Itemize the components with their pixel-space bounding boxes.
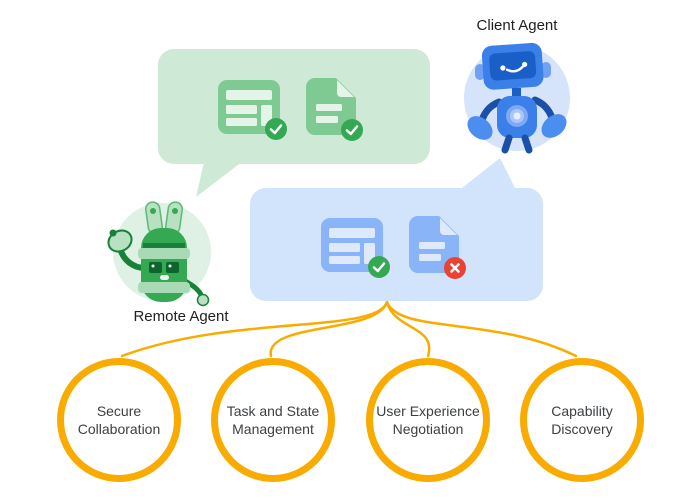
success-check-badge bbox=[367, 255, 390, 278]
feature-circle-task-state-management: Task and State Management bbox=[211, 358, 335, 482]
check-icon bbox=[345, 125, 359, 136]
client-bubble-tail bbox=[457, 158, 517, 192]
remote-agent-label: Remote Agent bbox=[133, 308, 229, 325]
check-icon bbox=[372, 261, 385, 272]
client-robot-head bbox=[481, 42, 544, 90]
client-robot-illustration bbox=[464, 42, 570, 154]
check-icon bbox=[269, 123, 283, 134]
client-agent-speech-bubble bbox=[250, 188, 543, 301]
connector-to-capability-discovery bbox=[385, 300, 578, 358]
feature-label: Task and State Management bbox=[226, 402, 320, 437]
document-glyph bbox=[408, 216, 459, 273]
document-icon bbox=[306, 78, 363, 141]
remote-bubble-tail bbox=[196, 158, 247, 197]
layout-card-icon bbox=[320, 217, 390, 278]
document-glyph bbox=[306, 78, 356, 135]
client-agent-label: Client Agent bbox=[476, 17, 558, 34]
remote-agent-speech-bubble bbox=[158, 49, 430, 164]
connector-to-secure-collaboration bbox=[120, 300, 389, 358]
success-check-badge bbox=[265, 117, 287, 140]
feature-circle-user-experience-negotiation: User Experience Negotiation bbox=[366, 358, 490, 482]
feature-connector-curves bbox=[120, 300, 578, 358]
connector-to-user-experience-negotiation bbox=[385, 300, 431, 358]
feature-label: Secure Collaboration bbox=[77, 402, 161, 437]
feature-circle-capability-discovery: Capability Discovery bbox=[520, 358, 644, 482]
x-icon bbox=[449, 263, 460, 273]
feature-label: Capability Discovery bbox=[551, 402, 613, 437]
layout-card-icon bbox=[218, 79, 287, 140]
layout-card-glyph bbox=[320, 217, 383, 272]
success-check-badge bbox=[341, 119, 363, 141]
connector-to-task-state-management bbox=[269, 300, 389, 358]
document-icon bbox=[408, 216, 466, 279]
remote-robot-illustration bbox=[107, 201, 211, 307]
feature-circle-secure-collaboration: Secure Collaboration bbox=[57, 358, 181, 482]
error-x-badge bbox=[443, 257, 466, 279]
layout-card-glyph bbox=[218, 79, 280, 134]
remote-robot-ears bbox=[144, 201, 184, 235]
feature-label: User Experience Negotiation bbox=[376, 402, 480, 437]
